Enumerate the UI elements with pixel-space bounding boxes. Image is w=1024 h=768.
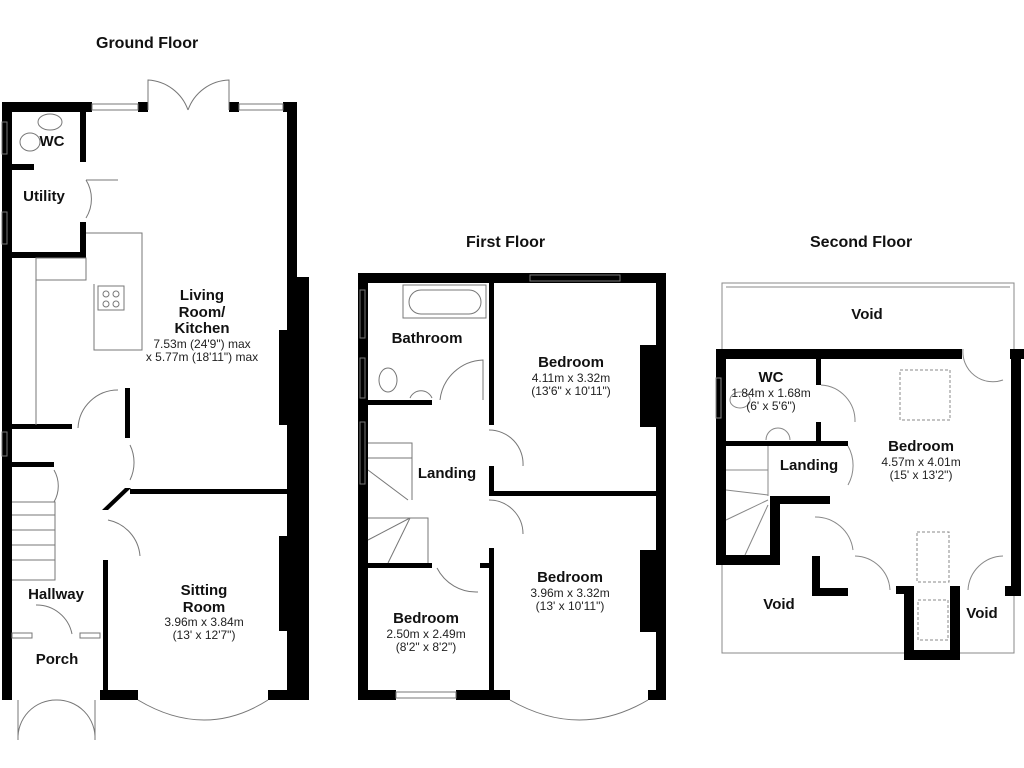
room-porch: Porch — [35, 651, 79, 669]
room-name: Void — [763, 596, 795, 613]
room-hallway: Hallway — [28, 586, 84, 604]
room-dimensions: 7.53m (24'9") max — [153, 336, 251, 351]
room-dimensions-imperial: (8'2" x 8'2") — [395, 639, 457, 654]
room-name-line: Room/ — [178, 303, 226, 321]
room-dimensions: 4.57m x 4.01m — [881, 454, 961, 469]
room-name: Hallway — [28, 586, 84, 603]
room-second-wc: WC 1.84m x 1.68m (6' x 5'6") — [731, 369, 811, 413]
room-name: Bathroom — [391, 330, 463, 347]
room-bedroom-3: Bedroom 2.50m x 2.49m (8'2" x 8'2") — [386, 610, 466, 654]
room-void-left: Void — [763, 596, 795, 614]
room-dimensions-imperial: (13' x 10'11") — [535, 598, 605, 613]
room-dimensions: 3.96m x 3.84m — [164, 615, 244, 629]
room-name-line: Living — [179, 287, 225, 304]
room-name: Utility — [23, 188, 65, 205]
ground-floor-fixtures — [1, 79, 284, 741]
room-name: Landing — [779, 457, 839, 474]
room-living-kitchen: Living Room/ Kitchen 7.53m (24'9") max x… — [145, 287, 259, 364]
first-floor-fixtures — [359, 274, 649, 721]
ground-floor-walls — [2, 102, 309, 700]
room-name: Bedroom — [537, 569, 603, 586]
room-dimensions: 3.96m x 3.32m — [530, 585, 610, 600]
room-void-top: Void — [851, 306, 883, 324]
room-bathroom: Bathroom — [391, 330, 463, 348]
floor-title-ground: Ground Floor — [96, 35, 199, 52]
room-name: Bedroom — [538, 354, 604, 371]
room-name: WC — [39, 133, 65, 150]
room-name: Bedroom — [393, 610, 459, 627]
room-name-line: Sitting — [180, 582, 228, 599]
second-floor-fixtures — [715, 282, 1015, 654]
room-name: Void — [966, 605, 998, 622]
room-dimensions: 2.50m x 2.49m — [386, 626, 466, 641]
room-name: Void — [851, 306, 883, 323]
room-dimensions: 4.11m x 3.32m — [531, 370, 611, 385]
room-dimensions: 1.84m x 1.68m — [731, 385, 811, 400]
floor-title-second: Second Floor — [810, 234, 913, 251]
second-floor-walls — [716, 349, 1024, 660]
room-second-bedroom: Bedroom 4.57m x 4.01m (15' x 13'2") — [881, 438, 961, 482]
room-name: Bedroom — [888, 438, 954, 455]
room-sitting-room: Sitting Room 3.96m x 3.84m (13' x 12'7") — [164, 582, 244, 643]
first-floor-walls — [358, 273, 666, 700]
room-dimensions-imperial: (13' x 12'7") — [172, 628, 236, 643]
room-name: Landing — [417, 465, 477, 482]
floor-title-first: First Floor — [466, 234, 546, 251]
room-dimensions-imperial: (15' x 13'2") — [889, 467, 953, 482]
room-bedroom-2: Bedroom 3.96m x 3.32m (13' x 10'11") — [530, 569, 610, 613]
room-utility: Utility — [23, 188, 65, 206]
room-dimensions-imperial: x 5.77m (18'11") max — [145, 349, 259, 364]
room-name-line: Room — [182, 598, 226, 616]
room-dimensions-imperial: (13'6" x 10'11") — [531, 383, 611, 398]
room-name-line: Kitchen — [174, 320, 230, 337]
room-name: Porch — [35, 651, 79, 668]
room-dimensions-imperial: (6' x 5'6") — [746, 398, 796, 413]
room-first-landing: Landing — [417, 465, 477, 483]
room-ground-wc: WC — [39, 133, 65, 151]
room-bedroom-1: Bedroom 4.11m x 3.32m (13'6" x 10'11") — [531, 354, 611, 398]
room-name: WC — [758, 369, 784, 386]
room-void-right: Void — [966, 605, 998, 623]
room-second-landing: Landing — [779, 457, 839, 475]
